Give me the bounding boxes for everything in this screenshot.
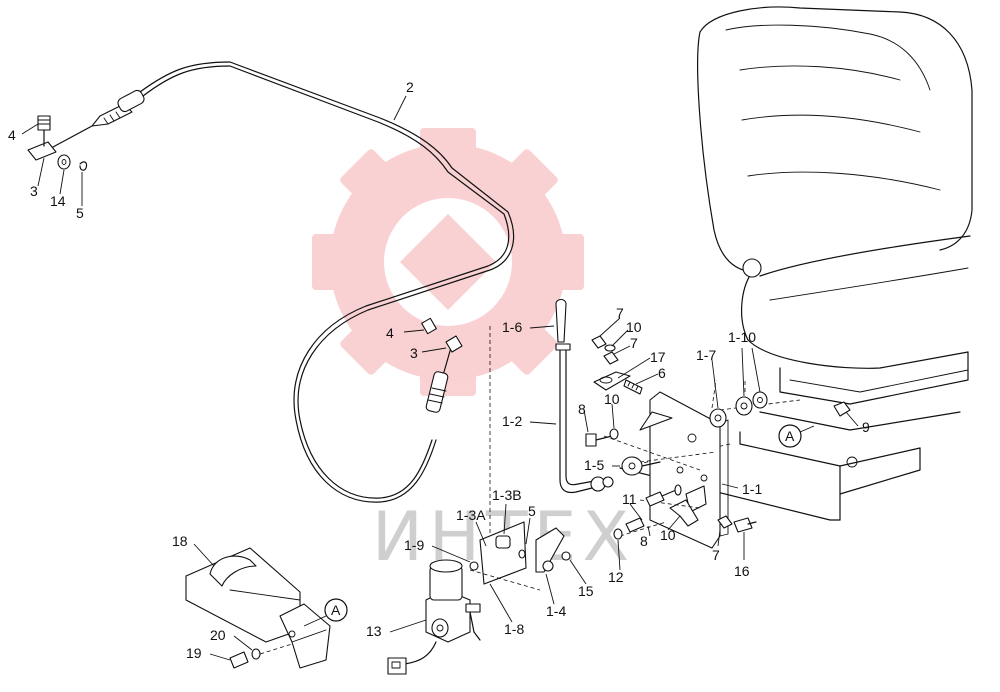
- cover-plate: [185, 547, 331, 669]
- label-1-5: 1-5: [584, 457, 604, 473]
- label-7-a: 7: [616, 305, 624, 321]
- label-1-7: 1-7: [696, 347, 716, 363]
- cable-clamp-mid: [421, 317, 463, 353]
- label-15: 15: [578, 583, 594, 599]
- actuator-motor: [387, 559, 481, 675]
- cable-clamp-top: [27, 115, 88, 171]
- label-7-c: 7: [712, 547, 720, 563]
- label-5-top: 5: [76, 205, 84, 221]
- label-1-10: 1-10: [728, 329, 756, 345]
- label-17: 17: [650, 349, 666, 365]
- label-14: 14: [50, 193, 66, 209]
- label-10-a: 10: [626, 319, 642, 335]
- link-assembly: [469, 521, 571, 591]
- fasteners-bracket: [585, 335, 851, 540]
- leader-lines: [21, 95, 859, 661]
- label-8-a: 8: [578, 401, 586, 417]
- label-1-9: 1-9: [404, 537, 424, 553]
- label-9: 9: [862, 419, 870, 435]
- label-3-mid: 3: [410, 345, 418, 361]
- label-1-1: 1-1: [742, 481, 762, 497]
- label-1-4: 1-4: [546, 603, 566, 619]
- label-1-3A: 1-3A: [456, 507, 486, 523]
- label-6: 6: [658, 365, 666, 381]
- label-18: 18: [172, 533, 188, 549]
- label-7-b: 7: [630, 335, 638, 351]
- label-8-b: 8: [640, 533, 648, 549]
- label-5-mid: 5: [528, 503, 536, 519]
- label-10-b: 10: [604, 391, 620, 407]
- mounting-bracket: [489, 326, 801, 560]
- label-1-8: 1-8: [504, 621, 524, 637]
- label-10-c: 10: [660, 527, 676, 543]
- label-1-2: 1-2: [502, 413, 522, 429]
- label-4-mid: 4: [386, 325, 394, 341]
- throttle-cable: [39, 61, 515, 503]
- label-A-left: A: [331, 602, 341, 618]
- label-20: 20: [210, 627, 226, 643]
- label-12: 12: [608, 569, 624, 585]
- operator-seat: [619, 6, 973, 521]
- section-marker-left: [303, 598, 348, 627]
- label-11: 11: [622, 491, 637, 507]
- label-19: 19: [186, 645, 202, 661]
- label-13: 13: [366, 623, 382, 639]
- watermark-gear-logo: [312, 128, 584, 396]
- label-16: 16: [734, 563, 750, 579]
- label-3-top: 3: [30, 183, 38, 199]
- label-4-top: 4: [8, 127, 16, 143]
- label-1-6: 1-6: [502, 319, 522, 335]
- label-1-3B: 1-3B: [492, 487, 522, 503]
- label-A-right: A: [785, 428, 795, 444]
- part-labels: 4 3 14 5 2 4 3 1-6 1-2 7 10 7 17 6 8 10 …: [8, 79, 870, 661]
- section-marker-right: [778, 424, 815, 448]
- throttle-lever: [555, 298, 614, 494]
- label-2: 2: [406, 79, 414, 95]
